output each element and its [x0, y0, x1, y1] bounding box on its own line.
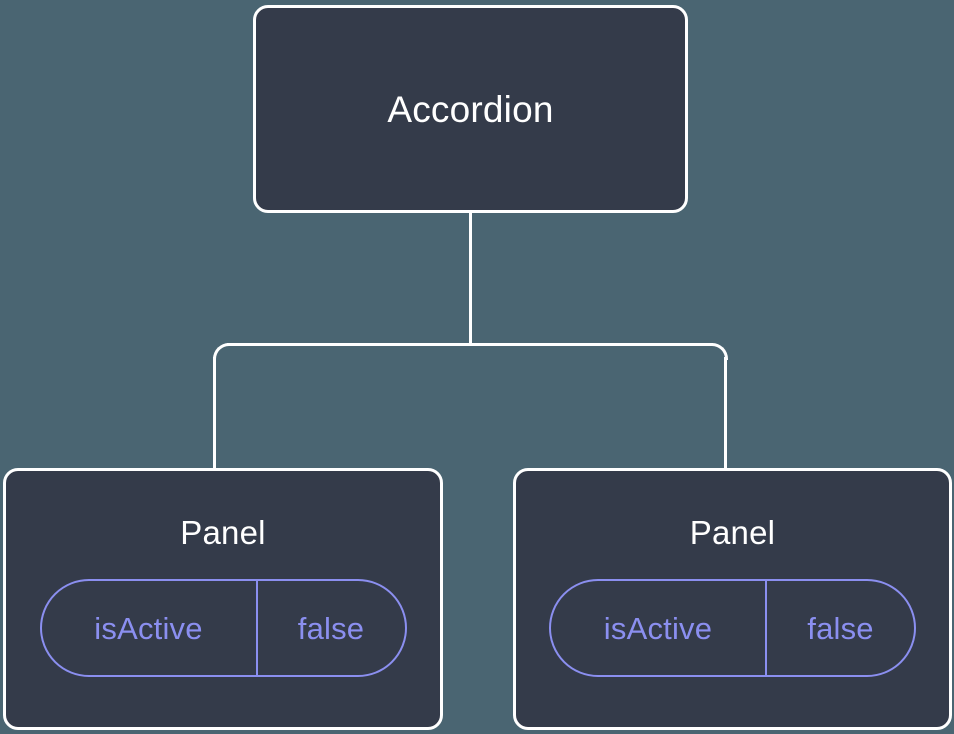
node-panel-right-title: Panel [689, 514, 776, 551]
edge-horizontal-bus [227, 343, 713, 346]
node-panel-left[interactable]: Panel isActive false [3, 468, 443, 730]
edge-corner-right [711, 343, 728, 360]
node-accordion[interactable]: Accordion [253, 5, 688, 213]
state-pill-panel-left[interactable]: isActive false [39, 579, 407, 677]
edge-corner-left [213, 343, 230, 360]
node-panel-right[interactable]: Panel isActive false [513, 468, 952, 730]
node-accordion-title: Accordion [387, 88, 554, 130]
state-key-label: isActive [42, 581, 258, 675]
state-pill-panel-right[interactable]: isActive false [549, 579, 916, 677]
node-panel-left-title: Panel [180, 514, 266, 551]
edge-bus-to-panel-left [213, 357, 216, 469]
edge-bus-to-panel-right [724, 357, 727, 469]
state-key-label: isActive [551, 581, 767, 675]
state-value-label: false [297, 610, 365, 646]
state-value-label: false [807, 610, 874, 646]
edge-root-to-bus [469, 212, 472, 346]
